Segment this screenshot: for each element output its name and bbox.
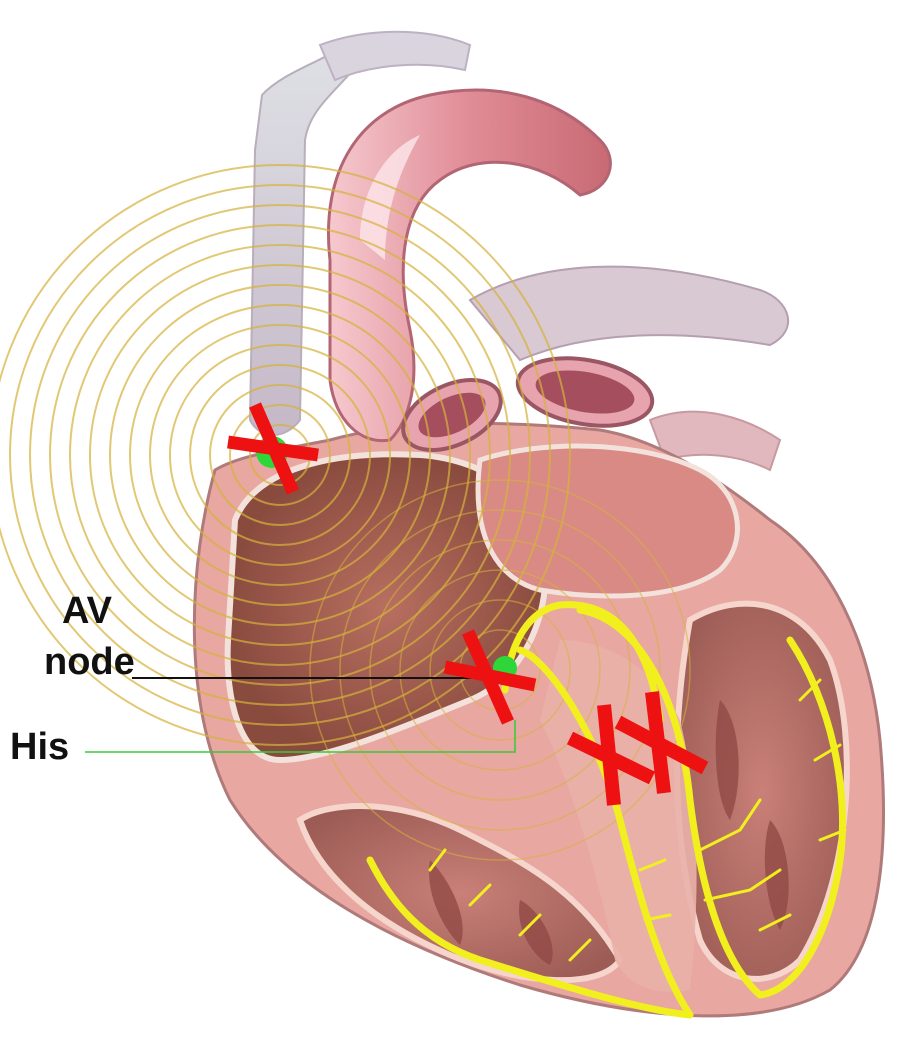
brachiocephalic-vessel	[320, 32, 470, 80]
av-node-label-line2: node	[44, 643, 135, 681]
av-node-label-line1: AV	[62, 592, 112, 630]
pulmonary-artery-branch	[470, 267, 788, 360]
left-atrium	[478, 446, 737, 596]
his-bundle-label: His	[10, 728, 69, 766]
